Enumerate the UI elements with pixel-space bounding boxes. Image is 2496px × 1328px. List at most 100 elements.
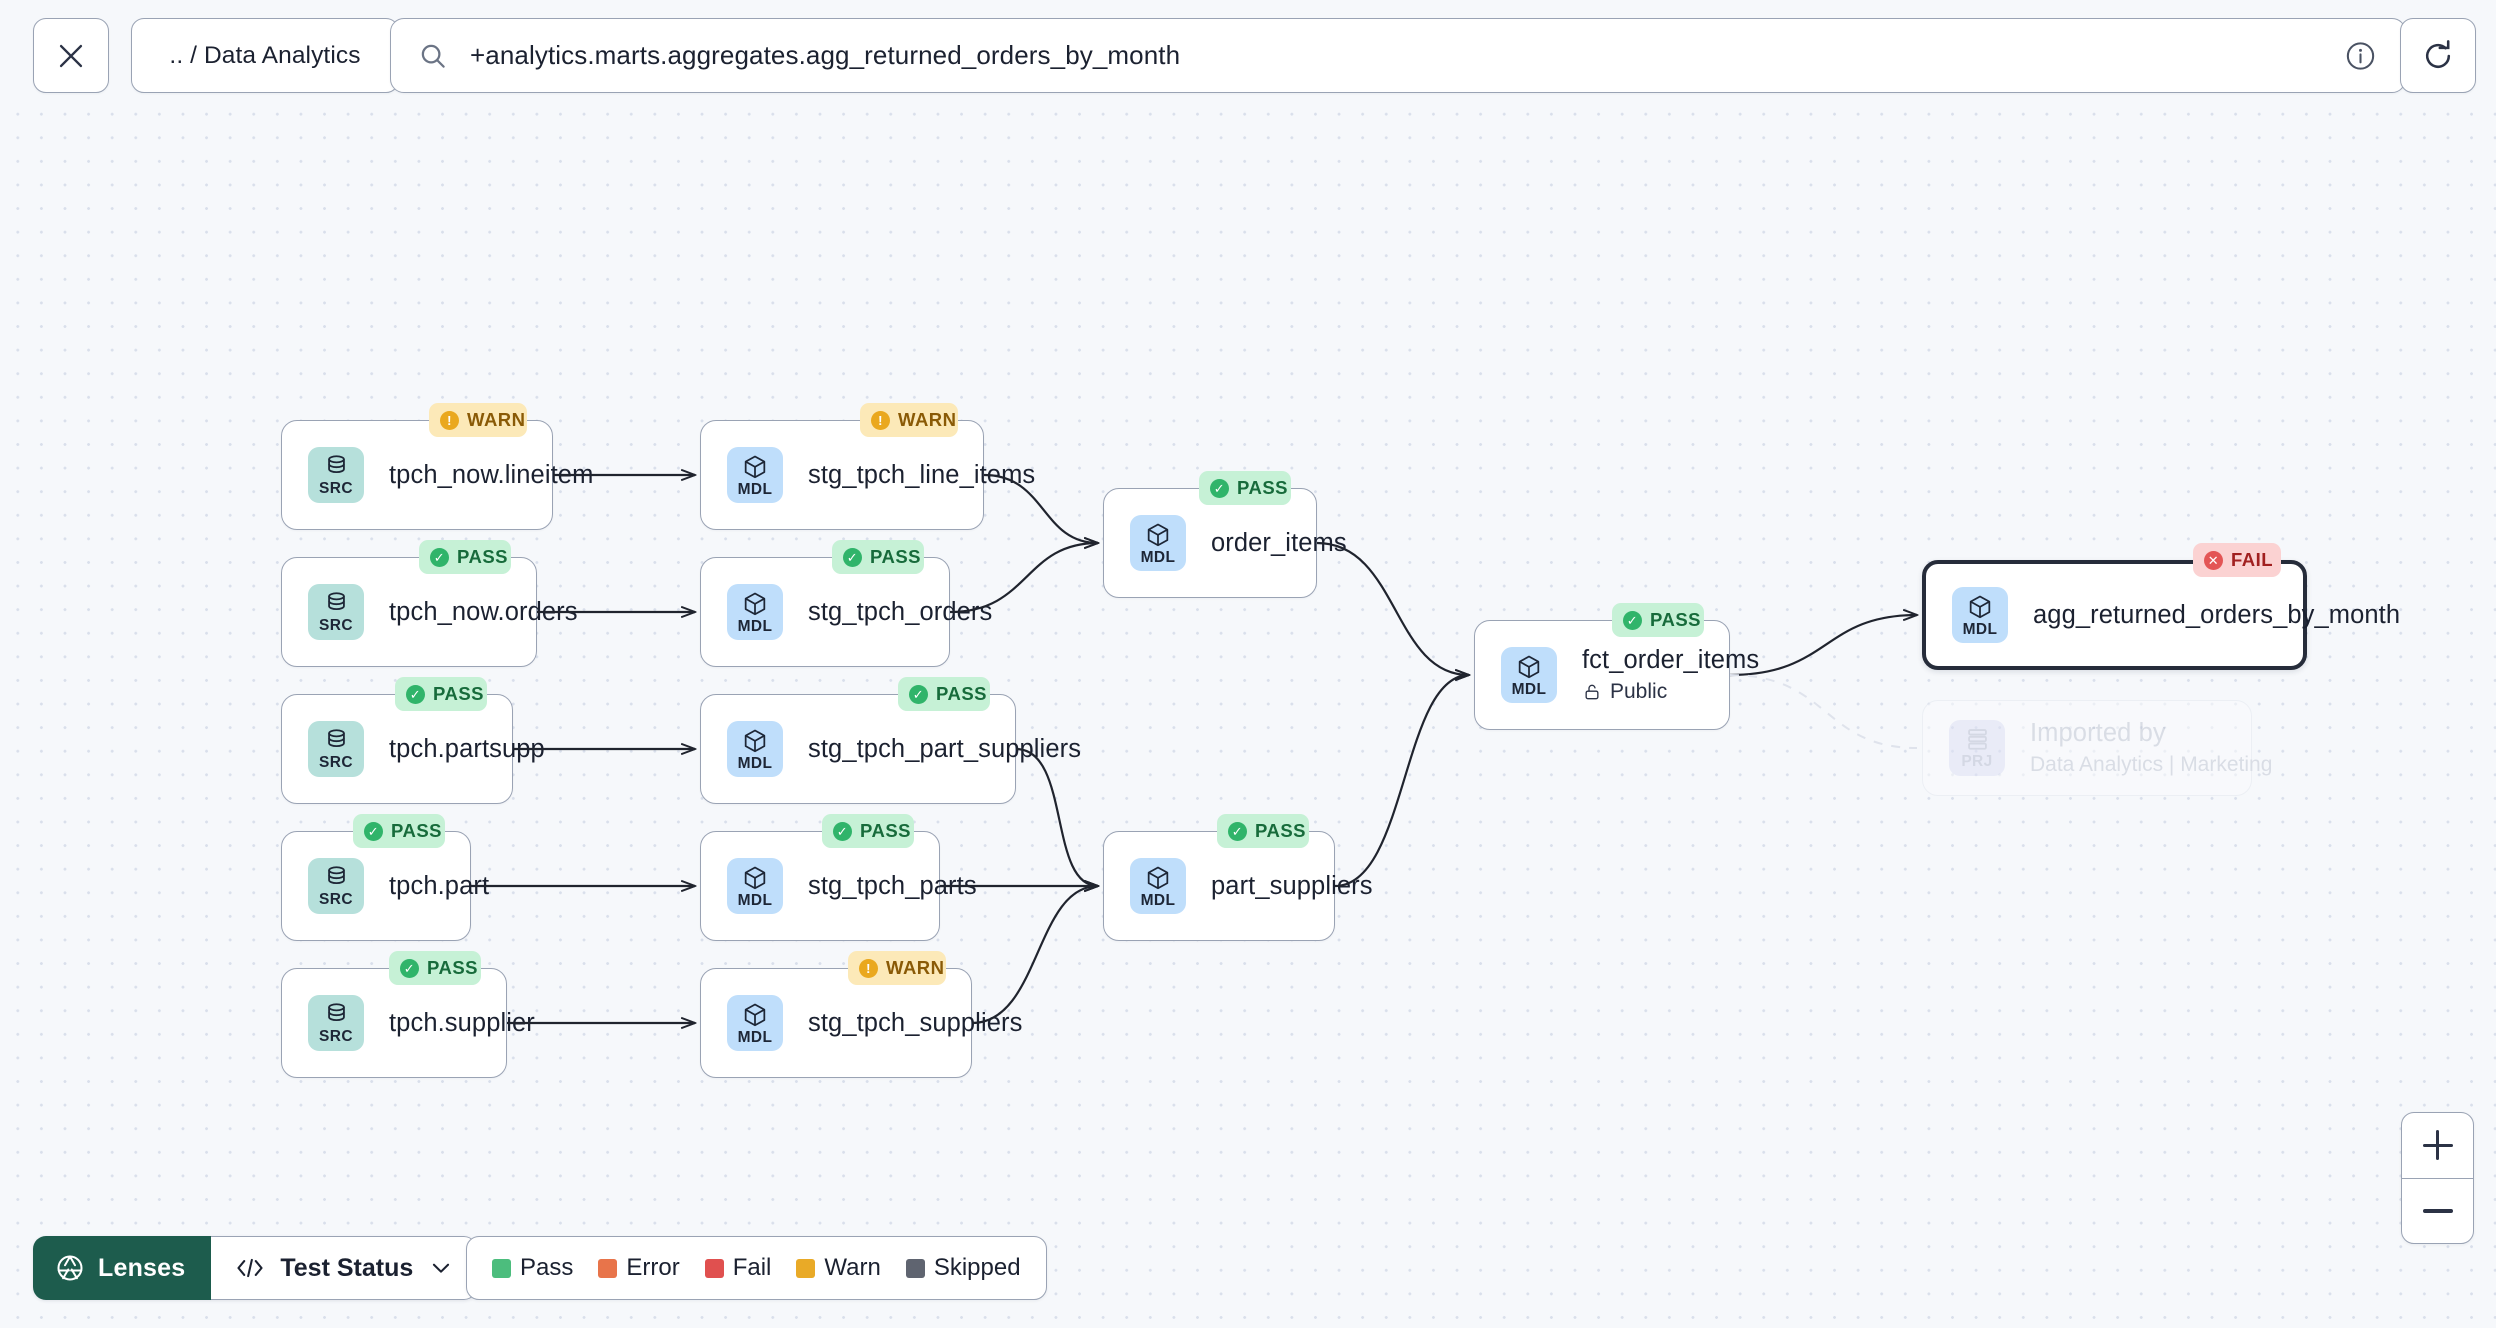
status-dot-icon: ✓ [843,547,862,567]
info-icon[interactable] [2344,39,2377,72]
status-badge-label: PASS [433,683,485,704]
status-dot-icon: ✕ [2204,550,2223,570]
status-badge-label: WARN [886,957,945,978]
node-title: tpch_now.orders [389,597,578,626]
status-badge-fail: ✕FAIL [2193,543,2281,577]
legend-item-skipped[interactable]: Skipped [905,1254,1021,1282]
close-button[interactable] [33,18,109,93]
legend-label: Fail [732,1254,772,1281]
node-body: tpch_now.orders [389,597,578,627]
status-dot-icon: ✓ [1228,821,1247,841]
status-badge-pass: ✓PASS [419,540,511,574]
node-body: tpch.supplier [389,1008,535,1038]
code-icon [235,1255,265,1281]
legend-item-pass[interactable]: Pass [492,1254,573,1282]
prj-node-icon: PRJ [1949,720,2005,776]
node-body: part_suppliers [1211,872,1372,901]
node-title: stg_tpch_parts [808,871,977,900]
zoom-controls [2401,1112,2474,1244]
node-body: stg_tpch_line_items [808,460,1036,490]
status-badge-pass: ✓PASS [1199,471,1291,505]
legend-swatch-icon [598,1258,618,1278]
legend-item-fail[interactable]: Fail [704,1254,772,1282]
search-bar[interactable]: +analytics.marts.aggregates.agg_returned… [390,18,2406,93]
status-badge-warn: !WARN [429,403,527,437]
refresh-icon [2425,39,2451,68]
status-dot-icon: ✓ [909,684,928,704]
node-title: tpch.supplier [389,1008,535,1037]
node-title: stg_tpch_orders [808,597,993,626]
node-title: Imported by [2030,719,2166,747]
status-legend: Pass Error Fail Warn Skipped [466,1236,1047,1300]
status-badge-pass: ✓ PASS [353,814,445,848]
node-subtitle-label: Data Analytics | Marketing [2030,753,2273,776]
legend-swatch-icon [704,1258,724,1278]
status-dot-icon: ✓ [406,684,425,704]
node-kind-label: MDL [737,754,773,772]
breadcrumb[interactable]: .. / Data Analytics [131,18,399,93]
node-body: Imported by Data Analytics | Marketing [2030,719,2272,777]
node-subtitle: Public [1582,680,1729,704]
node-kind-label: MDL [737,891,773,909]
mdl-node-icon: MDL [727,858,783,914]
lineage-node-agg_returned[interactable]: MDL agg_returned_orders_by_month [1922,560,2401,670]
lineage-node-stg_part_sup[interactable]: MDL stg_tpch_part_suppliers [700,694,1082,804]
top-toolbar: .. / Data Analytics +analytics.marts.agg… [0,0,2496,110]
status-dot-icon: ✓ [1623,610,1642,630]
zoom-in-button[interactable] [2402,1113,2473,1178]
status-badge-label: PASS [1237,477,1289,498]
test-status-dropdown[interactable]: Test Status [211,1236,478,1300]
lenses-label: Lenses [98,1253,186,1282]
node-body: agg_returned_orders_by_month [2033,600,2401,630]
node-kind-label: MDL [1140,891,1176,909]
breadcrumb-label: .. / Data Analytics [169,41,361,69]
test-status-label: Test Status [280,1253,414,1282]
zoom-out-button[interactable] [2402,1177,2473,1244]
status-badge-label: WARN [898,409,957,430]
legend-label: Warn [824,1254,881,1281]
status-dot-icon: ✓ [364,821,383,841]
legend-item-error[interactable]: Error [598,1254,680,1282]
lineage-node-prj_imported[interactable]: PRJ Imported by Data Analytics | Marketing [1922,700,2272,796]
mdl-node-icon: MDL [1952,587,2008,643]
src-node-icon: SRC [308,995,364,1051]
lineage-node-src_supplier[interactable]: SRC tpch.supplier [281,968,535,1078]
status-badge-label: PASS [427,957,479,978]
unlock-icon [1582,682,1602,702]
status-badge-label: PASS [391,820,443,841]
node-title: tpch.part [389,871,490,900]
src-node-icon: SRC [308,721,364,777]
node-body: stg_tpch_parts [808,871,977,901]
status-dot-icon: ! [440,410,459,430]
plus-icon [2422,1130,2453,1161]
node-title: agg_returned_orders_by_month [2033,600,2401,629]
legend-item-warn[interactable]: Warn [796,1254,881,1282]
minus-icon [2422,1196,2453,1226]
search-input[interactable]: +analytics.marts.aggregates.agg_returned… [470,40,1181,70]
search-icon [418,41,448,71]
status-badge-label: PASS [936,683,988,704]
node-title: stg_tpch_part_suppliers [808,734,1082,763]
lenses-button[interactable]: Lenses [33,1236,212,1300]
legend-label: Pass [520,1254,574,1281]
node-kind-label: SRC [319,480,353,498]
node-kind-label: SRC [319,1028,353,1046]
refresh-button[interactable] [2400,18,2476,93]
lineage-node-stg_parts[interactable]: MDL stg_tpch_parts [700,831,977,941]
legend-label: Error [626,1254,680,1281]
status-badge-warn: !WARN [848,951,946,985]
node-body: order_items [1211,529,1347,558]
node-title: stg_tpch_line_items [808,460,1036,489]
status-dot-icon: ✓ [400,958,419,978]
status-dot-icon: ! [871,410,890,430]
